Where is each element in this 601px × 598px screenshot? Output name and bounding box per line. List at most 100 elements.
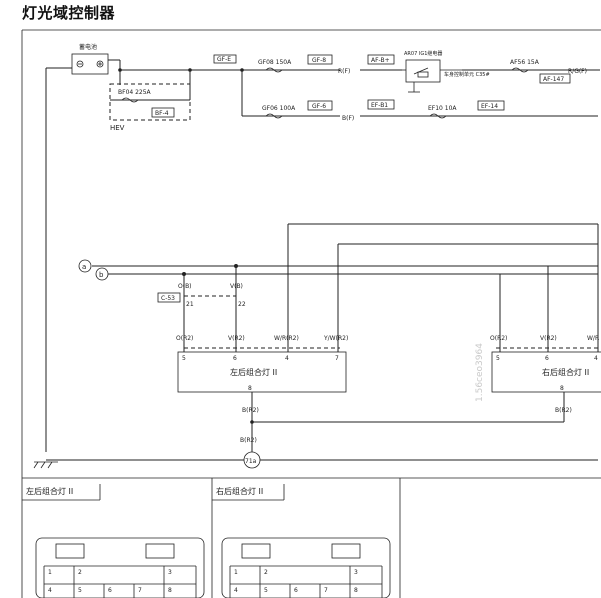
battery-label: 蓄电池 [79,43,97,51]
wire-vr2-right: V(R2) [540,335,557,342]
svg-text:8: 8 [354,587,358,594]
left-connector-face [35,537,205,598]
left-pin-grid: 1 2 3 4 5 6 7 8 [48,569,172,594]
wire-ob: O(B) [178,283,192,290]
watermark: 1.56ceo3964 [475,343,485,402]
gf06-fuse-icon [265,113,283,119]
gf08-label: GF08 150A [258,59,292,66]
gf-6-connector: GF-6 [307,100,333,111]
right-pin-8: 8 [560,385,564,392]
junction-dots [118,68,254,424]
left-lamp-box [177,351,347,393]
node-a [78,259,92,273]
gf-8-connector: GF-8 [307,54,333,65]
signal-bus [46,223,599,461]
svg-text:GF-E: GF-E [217,56,231,63]
left-pin-5: 5 [182,355,186,362]
svg-text:4: 4 [48,587,52,594]
svg-text:3: 3 [168,569,172,576]
svg-text:EF-14: EF-14 [481,103,498,110]
wire-wr-r2-left: W/R(R2) [274,335,299,342]
node-b-label: b [99,271,104,279]
left-pin-8: 8 [248,385,252,392]
wire-br2-right: B(R2) [555,407,572,414]
right-pin-5: 5 [496,355,500,362]
bf-4-connector: BF-4 [151,107,175,118]
svg-text:5: 5 [78,587,82,594]
pin-22: 22 [238,301,246,308]
svg-text:GF-6: GF-6 [312,103,326,110]
left-pin-7: 7 [335,355,339,362]
wire-bf: B(F) [342,115,354,122]
svg-text:3: 3 [354,569,358,576]
svg-text:8: 8 [168,587,172,594]
right-panel-label: 右后组合灯 II [216,486,263,496]
af-147-connector: AF-147 [539,73,571,84]
diagram-frame [21,29,601,598]
left-panel-label: 左后组合灯 II [26,486,73,496]
wire-or2-left: O(R2) [176,335,193,342]
wire-vr2-left: V(R2) [228,335,245,342]
ground-point-71a-label: 71a [245,458,257,465]
ef10-label: EF10 10A [428,105,457,112]
wire-vb: V(B) [230,283,243,290]
af56-label: AF56 15A [510,59,540,66]
wire-br2-left: B(R2) [242,407,259,414]
svg-text:7: 7 [138,587,142,594]
left-pin-4: 4 [285,355,289,362]
ground-point-71a [243,451,261,469]
ef-14-connector: EF-14 [477,100,505,111]
gf-e-connector: GF-E [213,54,237,64]
wire-rgf: R/G(F) [568,68,587,75]
svg-text:GF-8: GF-8 [312,57,326,64]
pin-21: 21 [186,301,194,308]
left-pin-6: 6 [233,355,237,362]
svg-text:1: 1 [234,569,238,576]
battery-icon [71,53,109,75]
wire-or2-right: O(R2) [490,335,507,342]
right-lamp-label: 右后组合灯 II [542,367,589,377]
svg-text:5: 5 [264,587,268,594]
right-pin-grid: 1 2 3 4 5 6 7 8 [234,569,358,594]
bf04-fuse-icon [121,97,139,103]
gf06-label: GF06 100A [262,105,296,112]
relay-name: AR07 IG1继电器 [404,50,442,57]
svg-text:AF-B+: AF-B+ [371,57,390,64]
svg-text:6: 6 [294,587,298,594]
svg-text:1: 1 [48,569,52,576]
left-lamp-label: 左后组合灯 II [230,367,277,377]
svg-text:C-53: C-53 [161,295,175,302]
c-53-connector: C-53 [157,292,181,303]
bf04-label: BF04 225A [118,89,152,96]
ef-b1-connector: EF-B1 [367,99,395,110]
right-lamp-box [491,351,601,393]
wire-br2-bottom: B(R2) [240,437,257,444]
svg-text:BF-4: BF-4 [155,110,169,117]
supply-wires [45,59,600,452]
gf08-fuse-icon [265,67,283,73]
af-b-connector: AF-B+ [367,54,395,65]
wire-wr-right: W/R [587,335,599,342]
svg-text:4: 4 [234,587,238,594]
svg-text:AF-147: AF-147 [543,76,564,83]
right-pin-6: 6 [545,355,549,362]
relay-icon [402,59,462,93]
node-b [95,267,109,281]
hev-label: HEV [110,124,125,132]
svg-text:2: 2 [78,569,82,576]
right-pin-4: 4 [594,355,598,362]
wire-rf: R(F) [338,68,350,75]
svg-text:2: 2 [264,569,268,576]
hev-box [109,83,191,121]
svg-text:EF-B1: EF-B1 [371,102,388,109]
af56-fuse-icon [511,67,529,73]
wire-yw-r2-left: Y/W(R2) [323,335,348,342]
ground-icon [33,461,58,469]
svg-text:7: 7 [324,587,328,594]
relay-control: 车身控制单元 C35# [444,71,490,78]
right-connector-face [221,537,391,598]
node-a-label: a [82,263,86,271]
svg-text:6: 6 [108,587,112,594]
ef10-fuse-icon [429,113,447,119]
